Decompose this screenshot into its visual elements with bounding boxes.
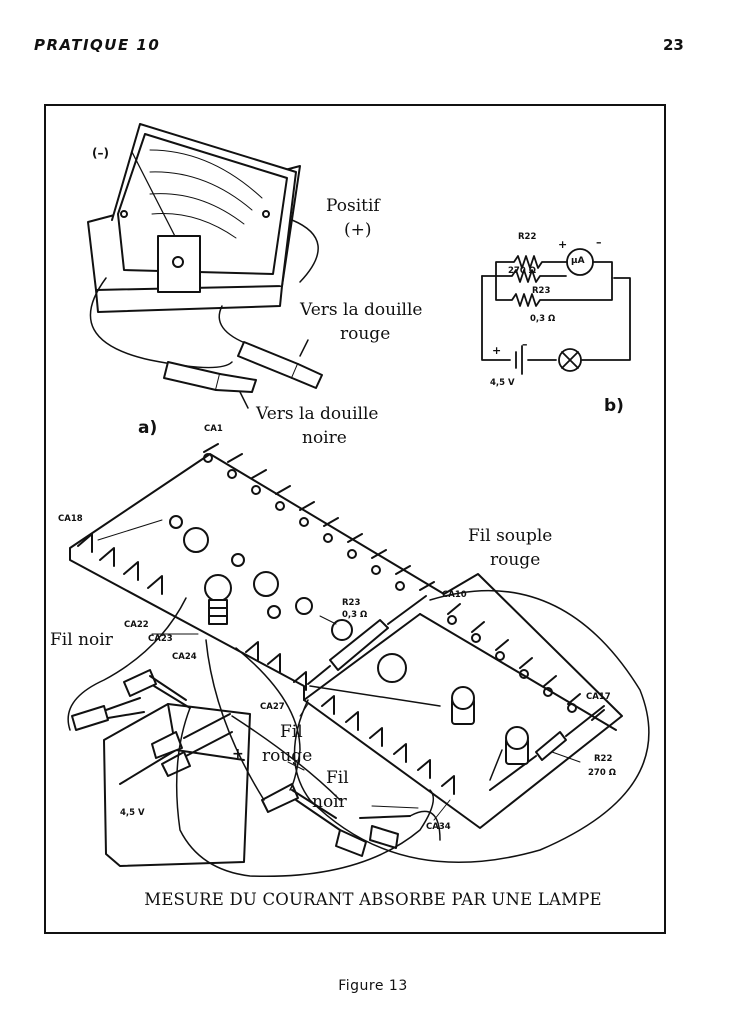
r23-name: R23 (342, 598, 361, 608)
black-socket-label: Vers la douille (256, 404, 379, 424)
r23-value: 0,3 Ω (342, 610, 368, 620)
flex-red-wire-label-2: rouge (490, 550, 541, 570)
red-socket-label: Vers la douille (300, 300, 423, 320)
battery-plus: + (232, 746, 244, 762)
terminal-ca34: CA34 (426, 822, 451, 832)
resistor-r23 (307, 595, 427, 685)
figure-caption: MESURE DU COURANT ABSORBE PAR UNE LAMPE (144, 890, 602, 909)
schematic-r23-name: R23 (532, 286, 551, 296)
schematic-battery-minus: – (522, 338, 528, 351)
terminal-ca1: CA1 (204, 424, 223, 434)
meter-negative-mark: (–) (92, 146, 109, 160)
r22-name: R22 (594, 754, 613, 764)
black-wire-label: Fil noir (50, 630, 113, 650)
galvanometer-drawing (87, 123, 319, 313)
figure-frame (44, 104, 666, 934)
terminal-ca23: CA23 (148, 634, 173, 644)
schematic-diagram (481, 248, 631, 375)
page-number: 23 (663, 36, 684, 54)
red-wire-label: Fil (280, 722, 303, 742)
schematic-battery-plus: + (492, 344, 502, 357)
panel-a-label: a) (138, 418, 158, 438)
binding-posts (451, 686, 529, 765)
black-wire-2-label: Fil (326, 768, 349, 788)
lamp-drawing (204, 574, 232, 625)
schematic-meter-plus: + (558, 238, 568, 251)
terminal-ca27: CA27 (260, 702, 285, 712)
chassis-board (69, 453, 623, 829)
positive-label: Positif (326, 196, 380, 216)
probe-red (237, 339, 323, 389)
schematic-meter: μA (571, 256, 585, 266)
terminal-ca22: CA22 (124, 620, 149, 630)
terminal-strip-right (447, 603, 605, 721)
figure-label: Figure 13 (338, 978, 408, 994)
schematic-r22-value: 270 Ω (508, 266, 536, 276)
red-wire-label-2: rouge (262, 746, 313, 766)
r22-value: 270 Ω (588, 768, 616, 778)
schematic-r23-value: 0,3 Ω (530, 314, 556, 324)
terminal-strip-top (203, 443, 435, 591)
black-socket-label-2: noire (302, 428, 347, 448)
terminal-ca10: CA10 (442, 590, 467, 600)
terminal-strip-bottom (77, 533, 455, 795)
schematic-meter-minus: – (596, 236, 602, 249)
schematic-r22-name: R22 (518, 232, 537, 242)
probe-black (163, 361, 257, 409)
battery-voltage: 4,5 V (120, 808, 145, 818)
terminal-ca18: CA18 (58, 514, 83, 524)
red-socket-label-2: rouge (340, 324, 391, 344)
terminal-ca17: CA17 (586, 692, 611, 702)
crocodile-clips (71, 669, 411, 857)
black-wire-2-label-2: noir (312, 792, 347, 812)
terminal-ca24: CA24 (172, 652, 197, 662)
schematic-battery: 4,5 V (490, 378, 515, 388)
positive-sign: (+) (344, 220, 372, 240)
flex-red-wire-label: Fil souple (468, 526, 553, 546)
chapter-header: PRATIQUE 10 (34, 36, 161, 54)
panel-b-label: b) (604, 396, 624, 416)
